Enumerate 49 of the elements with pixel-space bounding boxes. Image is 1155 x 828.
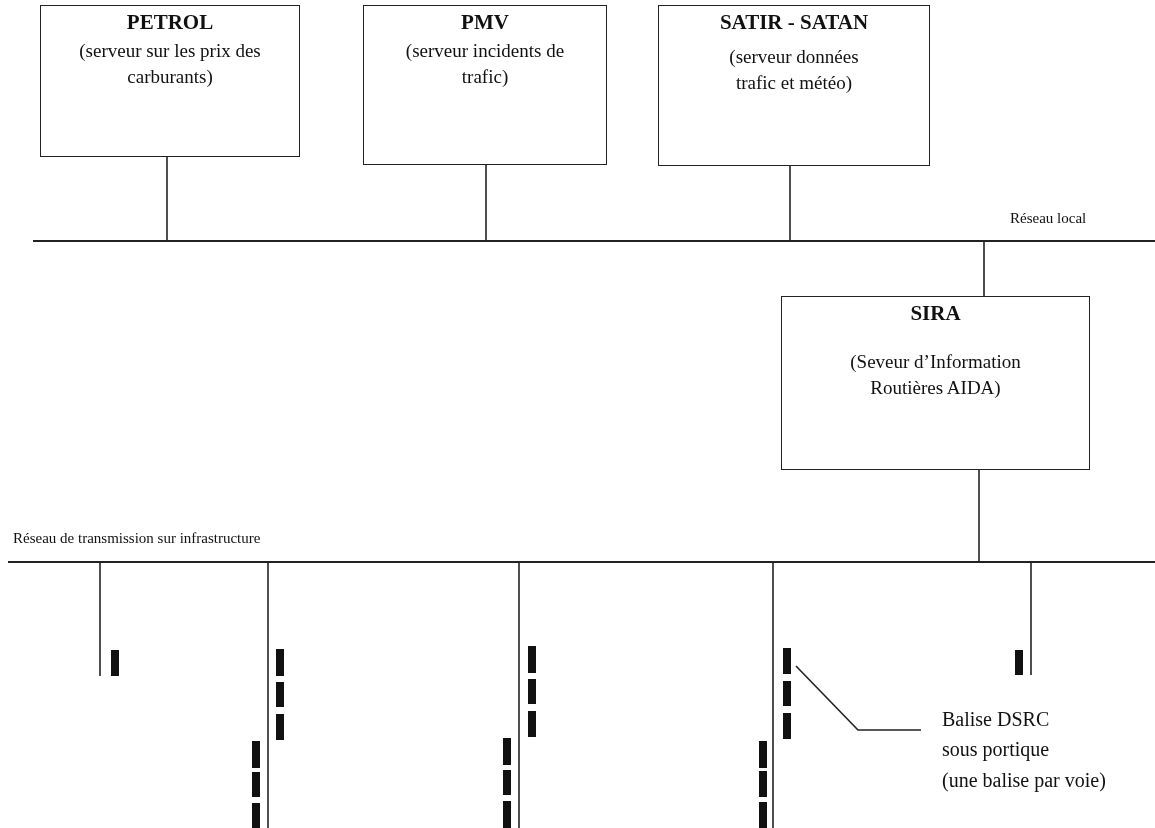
connection-line <box>1030 562 1032 676</box>
beacon-bar <box>252 772 260 797</box>
beacon-bar <box>783 648 791 674</box>
leader-line <box>795 665 922 731</box>
network-bus-line <box>33 240 1155 242</box>
connection-line <box>772 562 774 828</box>
server-title: PMV <box>460 10 510 34</box>
connection-line <box>166 156 168 241</box>
server-description: (Seveur d’Information Routières AIDA) <box>849 350 1022 400</box>
server-title: SATIR - SATAN <box>718 10 870 34</box>
connection-line <box>267 562 269 828</box>
annotation-text: Balise DSRC sous portique <box>942 707 1051 763</box>
beacon-bar <box>276 682 284 707</box>
network-bus-line <box>8 561 1155 563</box>
connection-line <box>978 469 980 562</box>
beacon-bar <box>759 771 767 797</box>
beacon-bar <box>111 650 119 676</box>
beacon-bar <box>1015 650 1023 675</box>
server-box <box>363 5 607 165</box>
beacon-bar <box>276 714 284 740</box>
beacon-bar <box>503 738 511 765</box>
server-description: (serveur sur les prix des carburants) <box>78 39 262 89</box>
server-box <box>781 296 1090 470</box>
server-title: SIRA <box>909 301 962 325</box>
beacon-bar <box>252 741 260 768</box>
network-label: Réseau local <box>1010 210 1087 227</box>
beacon-bar <box>759 741 767 768</box>
annotation-note: (une balise par voie) <box>942 768 1107 794</box>
beacon-bar <box>503 801 511 828</box>
beacon-bar <box>503 770 511 795</box>
server-description: (serveur données trafic et météo) <box>728 45 860 95</box>
beacon-bar <box>252 803 260 828</box>
beacon-bar <box>759 802 767 828</box>
connection-line <box>485 164 487 241</box>
server-box <box>658 5 930 166</box>
server-title: PETROL <box>125 10 215 34</box>
beacon-bar <box>528 711 536 737</box>
connection-line <box>518 562 520 828</box>
network-label: Réseau de transmission sur infrastructure <box>13 530 261 547</box>
beacon-bar <box>783 681 791 706</box>
connection-line <box>983 241 985 297</box>
beacon-bar <box>528 679 536 704</box>
connection-line <box>99 562 101 677</box>
beacon-bar <box>528 646 536 673</box>
server-description: (serveur incidents de trafic) <box>404 39 566 89</box>
server-box <box>40 5 300 157</box>
beacon-bar <box>276 649 284 676</box>
beacon-bar <box>783 713 791 739</box>
connection-line <box>789 165 791 241</box>
